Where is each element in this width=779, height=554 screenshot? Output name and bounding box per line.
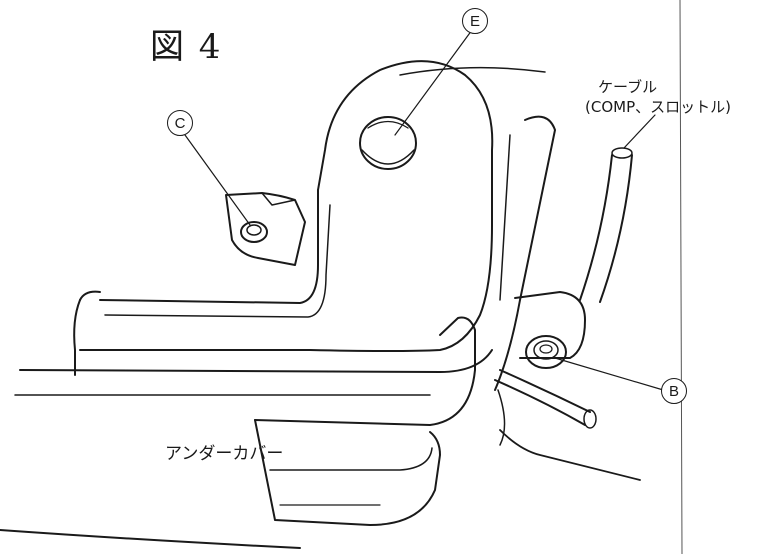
right-upright (494, 115, 556, 391)
leader-c (184, 134, 251, 226)
right-upright-2 (499, 134, 511, 301)
bracket-plate-inner-edge-2 (104, 204, 331, 318)
cable-lower-2 (494, 379, 586, 426)
cable-upper-2 (599, 154, 633, 303)
bottom-frame (0, 529, 301, 549)
under-cover-inner (269, 447, 433, 471)
cable-label-line2: (COMP、スロットル) (585, 98, 731, 116)
bracket-plate-inner-edge (99, 189, 319, 304)
callout-e: E (462, 8, 488, 34)
under-cover-outline (254, 316, 476, 426)
background-panel-curve (399, 66, 546, 76)
callout-b: B (661, 378, 687, 404)
right-lower-body (499, 429, 641, 481)
under-cover-label: アンダーカバー (165, 444, 284, 464)
page-divider (679, 0, 683, 554)
callout-c: C (167, 110, 193, 136)
under-cover-lower (254, 419, 441, 526)
bolt-c-shape (240, 221, 268, 243)
bracket-plate-outline (79, 60, 494, 352)
frame-line-1 (19, 349, 493, 373)
left-rail-upper (73, 299, 81, 376)
cable-end (611, 147, 633, 159)
cable-lower (499, 369, 591, 413)
boss-e-shape (359, 116, 417, 170)
leader-b (554, 357, 671, 393)
cable-upper (579, 154, 613, 301)
cable-lower-end (583, 409, 597, 429)
leader-e (394, 29, 473, 136)
cable-label-line1: ケーブル (598, 78, 658, 96)
bracket-b-plate (514, 291, 586, 359)
bracket-tab-c (225, 192, 306, 266)
left-rail-bend (79, 290, 101, 301)
bracket-tab-c-fold (261, 192, 296, 206)
right-lower-body-2 (497, 389, 506, 446)
leader-cable (623, 114, 656, 149)
figure-title: 図 4 (150, 27, 223, 67)
bolt-b-shape (525, 335, 567, 369)
